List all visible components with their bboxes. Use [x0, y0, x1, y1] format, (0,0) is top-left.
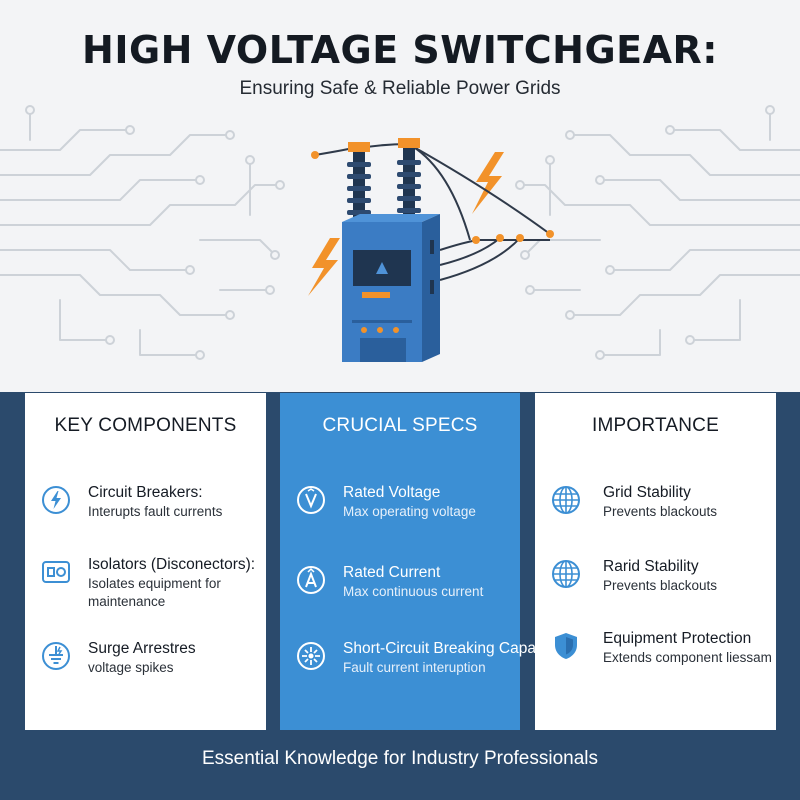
insulator-left: [347, 142, 371, 222]
item-name: Rated Voltage: [343, 484, 441, 501]
voltage-icon: [297, 486, 325, 514]
insulator-right: [397, 138, 421, 222]
panel-heading: CRUCIAL SPECS: [322, 415, 478, 436]
item-name: Short-Circuit Breaking Capacity: [343, 640, 560, 657]
item-desc: Extends component liessam: [603, 650, 772, 665]
crucial-specs-panel: CRUCIAL SPECS Rated Voltage Max operatin…: [280, 393, 560, 730]
importance-panel: IMPORTANCE Grid Stability Prevents black…: [535, 393, 776, 730]
item-desc: Isolates equipment for maintenance: [88, 576, 221, 609]
item-desc: Prevents blackouts: [603, 504, 718, 519]
breaking-burst-icon: [297, 642, 325, 670]
item-desc: Interupts fault currents: [88, 504, 223, 519]
isolator-icon: [42, 561, 70, 583]
item-desc: Fault current interuption: [343, 660, 486, 675]
footer-tagline: Essential Knowledge for Industry Profess…: [201, 748, 599, 769]
item-desc: Max continuous current: [343, 584, 484, 599]
lightning-circle-icon: [42, 486, 70, 514]
item-name: Isolators (Disconectors):: [88, 556, 256, 573]
page-title: HIGH VOLTAGE SWITCHGEAR:: [82, 28, 718, 72]
globe-grid-icon: [552, 560, 580, 588]
item-desc: Prevents blackouts: [603, 578, 718, 593]
item-desc: voltage spikes: [88, 660, 174, 675]
panel-heading: IMPORTANCE: [592, 415, 719, 436]
item-name: Surge Arrestres: [88, 640, 196, 657]
item-name: Circuit Breakers:: [88, 484, 203, 501]
switchgear-illustration: [308, 138, 554, 362]
shield-icon: [555, 633, 577, 659]
item-name: Rarid Stability: [603, 558, 699, 575]
circuit-background: [0, 105, 800, 360]
globe-grid-icon: [552, 486, 580, 514]
surge-ground-icon: [42, 642, 70, 670]
page-subtitle: Ensuring Safe & Reliable Power Grids: [239, 78, 561, 99]
panel-heading: KEY COMPONENTS: [54, 415, 237, 436]
header-area: HIGH VOLTAGE SWITCHGEAR: Ensuring Safe &…: [0, 0, 800, 392]
item-name: Rated Current: [343, 564, 441, 581]
current-icon: [297, 566, 325, 594]
item-desc: Max operating voltage: [343, 504, 476, 519]
lightning-bolt-icon: [472, 152, 504, 214]
key-components-panel: KEY COMPONENTS Circuit Breakers: Interup…: [25, 393, 266, 730]
item-name: Grid Stability: [603, 484, 691, 501]
lightning-bolt-icon: [308, 238, 340, 296]
item-name: Equipment Protection: [603, 630, 752, 647]
